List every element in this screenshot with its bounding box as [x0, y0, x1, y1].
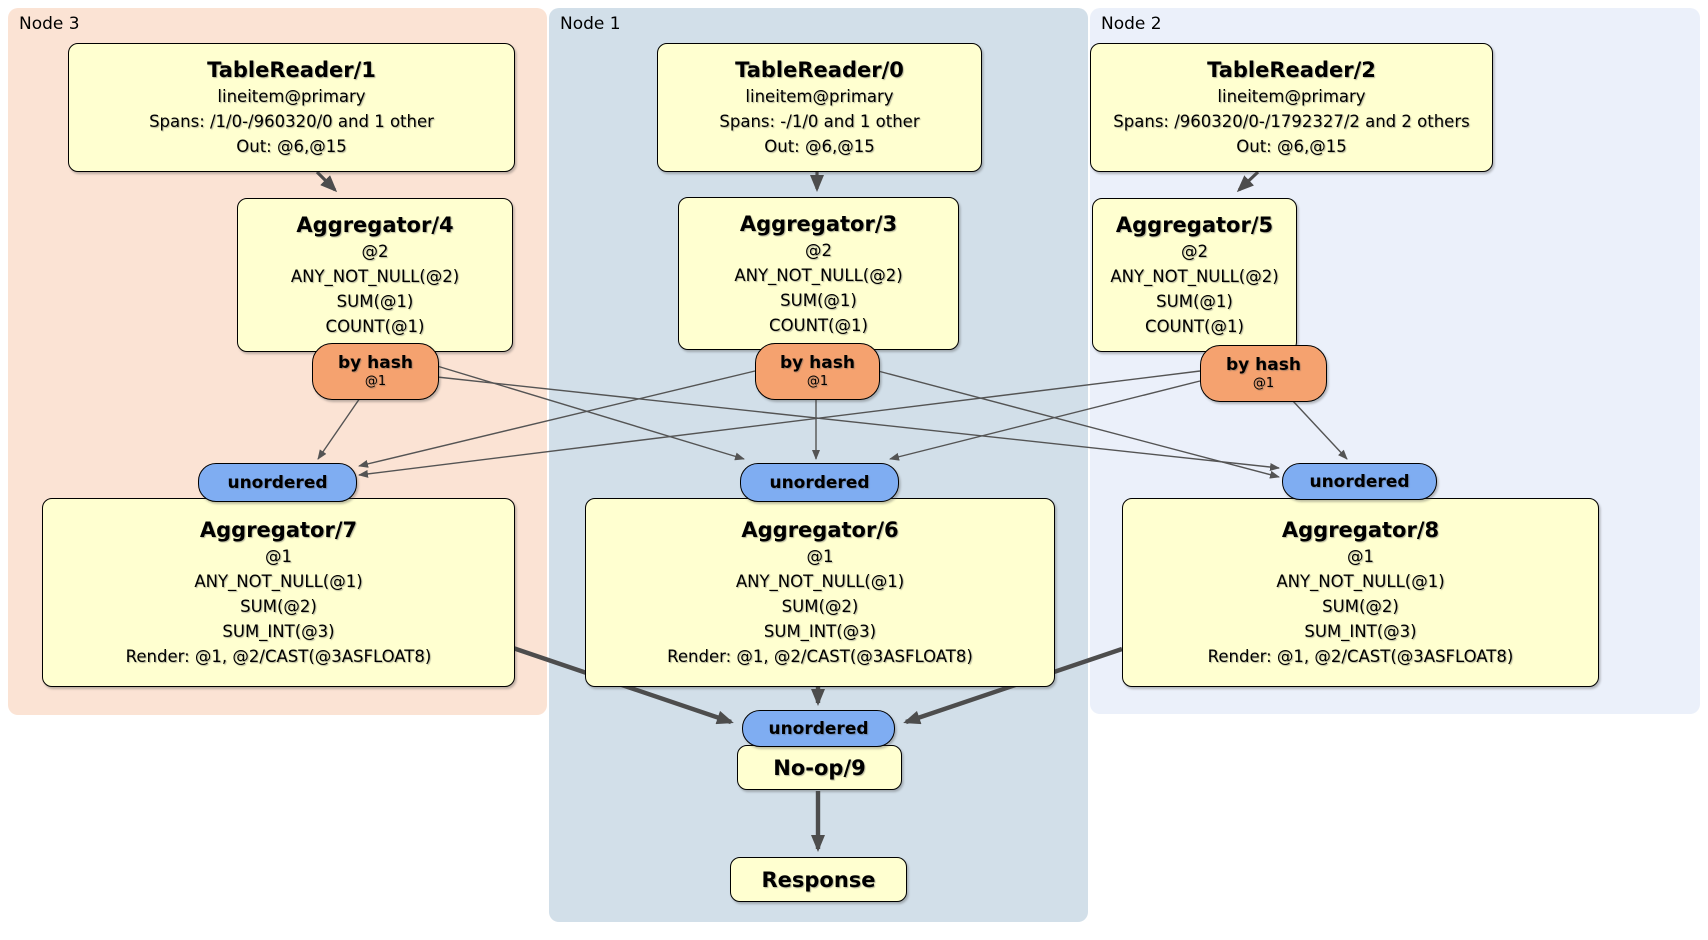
processor-detail: ANY_NOT_NULL(@2) — [1110, 267, 1279, 286]
edge-byhash2-unordered3 — [358, 370, 1201, 478]
processor-tablereader1: TableReader/1 lineitem@primary Spans: /1… — [68, 43, 515, 172]
router-detail: @1 — [806, 374, 829, 389]
edge-byhash3-unordered1 — [436, 365, 745, 461]
processor-title: TableReader/0 — [735, 58, 904, 82]
processor-detail: SUM_INT(@3) — [222, 622, 335, 641]
processor-detail: lineitem@primary — [217, 87, 366, 106]
processor-title: Aggregator/4 — [296, 213, 454, 237]
processor-detail: ANY_NOT_NULL(@2) — [734, 265, 903, 285]
sync-label: unordered — [1309, 471, 1410, 492]
processor-detail: lineitem@primary — [745, 87, 894, 106]
processor-detail: Spans: /960320/0-/1792327/2 and 2 others — [1113, 112, 1470, 131]
processor-detail: COUNT(@1) — [769, 315, 868, 335]
edge-byhash2-unordered2 — [1291, 399, 1348, 460]
processor-detail: SUM_INT(@3) — [763, 622, 877, 641]
processor-detail: ANY_NOT_NULL(@1) — [735, 572, 905, 591]
processor-detail: COUNT(@1) — [325, 317, 425, 336]
processor-detail: SUM(@1) — [1156, 292, 1233, 311]
processor-title: Aggregator/3 — [739, 211, 898, 236]
processor-response: Response — [730, 857, 907, 902]
processor-detail: Out: @6,@15 — [236, 137, 347, 156]
processor-title: TableReader/1 — [207, 58, 376, 82]
processor-detail: Render: @1, @2/CAST(@3ASFLOAT8) — [125, 647, 432, 666]
edge-byhash3-unordered2 — [436, 376, 1280, 472]
processor-detail: lineitem@primary — [1217, 87, 1366, 106]
processor-tablereader0: TableReader/0 lineitem@primary Spans: -/… — [657, 43, 982, 172]
processor-aggregator7: Aggregator/7 @1 ANY_NOT_NULL(@1) SUM(@2)… — [42, 498, 515, 687]
processor-detail: @1 — [1347, 547, 1374, 566]
processor-aggregator3: Aggregator/3 @2 ANY_NOT_NULL(@2) SUM(@1)… — [678, 197, 959, 350]
processor-detail: SUM(@1) — [780, 290, 857, 310]
processor-title: Response — [761, 867, 876, 892]
processor-detail: Spans: -/1/0 and 1 other — [719, 112, 920, 131]
processor-detail: @2 — [805, 240, 832, 260]
sync-unordered-final: unordered — [742, 710, 895, 747]
processor-aggregator4: Aggregator/4 @2 ANY_NOT_NULL(@2) SUM(@1)… — [237, 198, 513, 352]
router-byhash-node1: by hash @1 — [755, 343, 880, 400]
router-label: by hash — [338, 353, 413, 373]
processor-aggregator5: Aggregator/5 @2 ANY_NOT_NULL(@2) SUM(@1)… — [1092, 198, 1297, 352]
edge-byhash1-unordered3 — [358, 370, 756, 468]
processor-aggregator8: Aggregator/8 @1 ANY_NOT_NULL(@1) SUM(@2)… — [1122, 498, 1599, 687]
processor-title: TableReader/2 — [1207, 58, 1376, 82]
sync-label: unordered — [227, 472, 328, 493]
sync-unordered-node3: unordered — [198, 463, 357, 502]
processor-detail: Out: @6,@15 — [764, 137, 875, 156]
processor-title: No-op/9 — [773, 755, 866, 780]
processor-noop9: No-op/9 — [737, 745, 902, 790]
processor-detail: SUM(@2) — [240, 597, 317, 616]
processor-detail: Out: @6,@15 — [1236, 137, 1347, 156]
node2-region-label: Node 2 — [1101, 14, 1162, 34]
edge-tablereader2-aggregator5 — [1236, 170, 1260, 193]
sync-unordered-node1: unordered — [740, 463, 899, 502]
processor-detail: ANY_NOT_NULL(@1) — [1276, 572, 1445, 591]
processor-detail: @2 — [361, 242, 389, 261]
router-detail: @1 — [1252, 376, 1275, 391]
processor-detail: Render: @1, @2/CAST(@3ASFLOAT8) — [1207, 647, 1514, 666]
processor-aggregator6: Aggregator/6 @1 ANY_NOT_NULL(@1) SUM(@2)… — [585, 498, 1055, 687]
sync-label: unordered — [768, 718, 869, 739]
processor-title: Aggregator/5 — [1115, 213, 1274, 237]
edge-byhash3-unordered3 — [317, 397, 361, 460]
router-byhash-node2: by hash @1 — [1200, 345, 1327, 402]
sync-unordered-node2: unordered — [1282, 463, 1437, 500]
processor-detail: Spans: /1/0-/960320/0 and 1 other — [149, 112, 434, 131]
processor-detail: SUM(@1) — [336, 292, 414, 311]
processor-detail: SUM(@2) — [1322, 597, 1399, 616]
processor-title: Aggregator/8 — [1281, 518, 1440, 542]
processor-detail: @1 — [806, 547, 834, 566]
node3-region-label: Node 3 — [19, 14, 80, 34]
edge-byhash2-unordered1 — [889, 380, 1201, 461]
router-label: by hash — [780, 353, 855, 373]
processor-detail: @2 — [1181, 242, 1208, 261]
sync-label: unordered — [769, 472, 870, 493]
processor-detail: ANY_NOT_NULL(@1) — [194, 572, 363, 591]
processor-tablereader2: TableReader/2 lineitem@primary Spans: /9… — [1090, 43, 1493, 172]
router-byhash-node3: by hash @1 — [312, 343, 439, 400]
edge-byhash1-unordered2 — [877, 370, 1280, 479]
processor-detail: COUNT(@1) — [1145, 317, 1244, 336]
processor-detail: @1 — [265, 547, 292, 566]
router-detail: @1 — [364, 374, 387, 389]
processor-detail: SUM(@2) — [781, 597, 859, 616]
processor-detail: Render: @1, @2/CAST(@3ASFLOAT8) — [667, 647, 973, 666]
processor-detail: SUM_INT(@3) — [1304, 622, 1417, 641]
processor-title: Aggregator/7 — [199, 518, 358, 542]
edge-tablereader1-aggregator4 — [315, 170, 338, 193]
processor-title: Aggregator/6 — [741, 518, 899, 542]
node1-region-label: Node 1 — [560, 14, 621, 34]
processor-detail: ANY_NOT_NULL(@2) — [290, 267, 460, 286]
router-label: by hash — [1226, 355, 1301, 375]
